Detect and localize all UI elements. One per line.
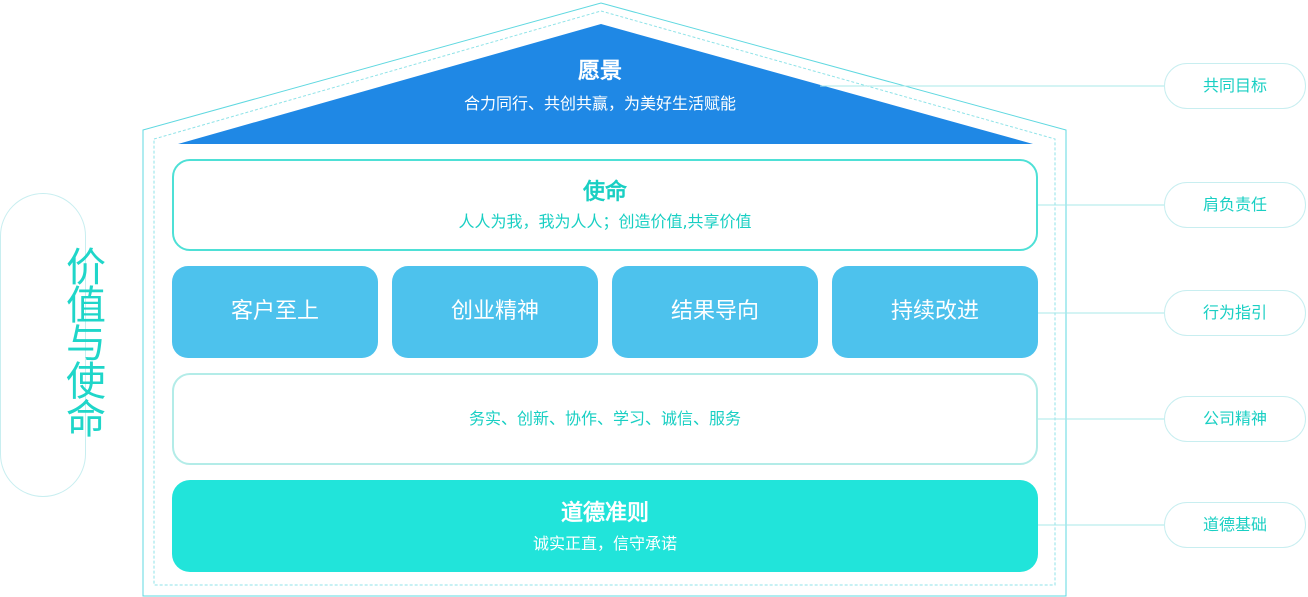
tag-responsibility: 肩负责任: [1164, 182, 1306, 228]
ethics-title: 道德准则: [560, 501, 649, 526]
tag-label: 公司精神: [1202, 409, 1267, 428]
tag-common-goal: 共同目标: [1164, 63, 1306, 109]
vision-title: 愿景: [577, 59, 622, 84]
value-pill-result-oriented: 结果导向: [612, 266, 818, 358]
house-inner-outline: [153, 10, 1056, 586]
side-title: 价值与使命: [59, 246, 105, 436]
side-title-frame: 价值与使命: [0, 193, 105, 497]
tag-company-spirit: 公司精神: [1164, 396, 1306, 442]
value-label: 结果导向: [670, 299, 759, 324]
vision-subtitle: 合力同行、共创共赢，为美好生活赋能: [463, 94, 736, 113]
mission-box: 使命 人人为我，我为人人；创造价值,共享价值: [172, 159, 1038, 251]
value-pill-entrepreneurship: 创业精神: [392, 266, 598, 358]
tag-label: 共同目标: [1202, 76, 1267, 95]
value-label: 客户至上: [230, 299, 319, 324]
value-pill-customer-first: 客户至上: [172, 266, 378, 358]
tag-label: 道德基础: [1202, 515, 1267, 534]
company-spirit-box: 务实、创新、协作、学习、诚信、服务: [172, 373, 1038, 465]
value-label: 持续改进: [890, 299, 979, 324]
tag-label: 行为指引: [1202, 303, 1267, 322]
mission-title: 使命: [582, 180, 627, 205]
tag-behavior-guide: 行为指引: [1164, 290, 1306, 336]
tag-ethics-foundation: 道德基础: [1164, 502, 1306, 548]
tag-label: 肩负责任: [1202, 195, 1267, 214]
value-pill-continuous-improvement: 持续改进: [832, 266, 1038, 358]
ethics-box: 道德准则 诚实正直，信守承诺: [172, 480, 1038, 572]
value-label: 创业精神: [450, 299, 539, 324]
ethics-subtitle: 诚实正直，信守承诺: [532, 534, 677, 553]
company-spirit-text: 务实、创新、协作、学习、诚信、服务: [468, 409, 741, 428]
house-outline: [142, 2, 1067, 597]
roof-triangle: [178, 24, 1033, 144]
mission-subtitle: 人人为我，我为人人；创造价值,共享价值: [458, 212, 752, 231]
